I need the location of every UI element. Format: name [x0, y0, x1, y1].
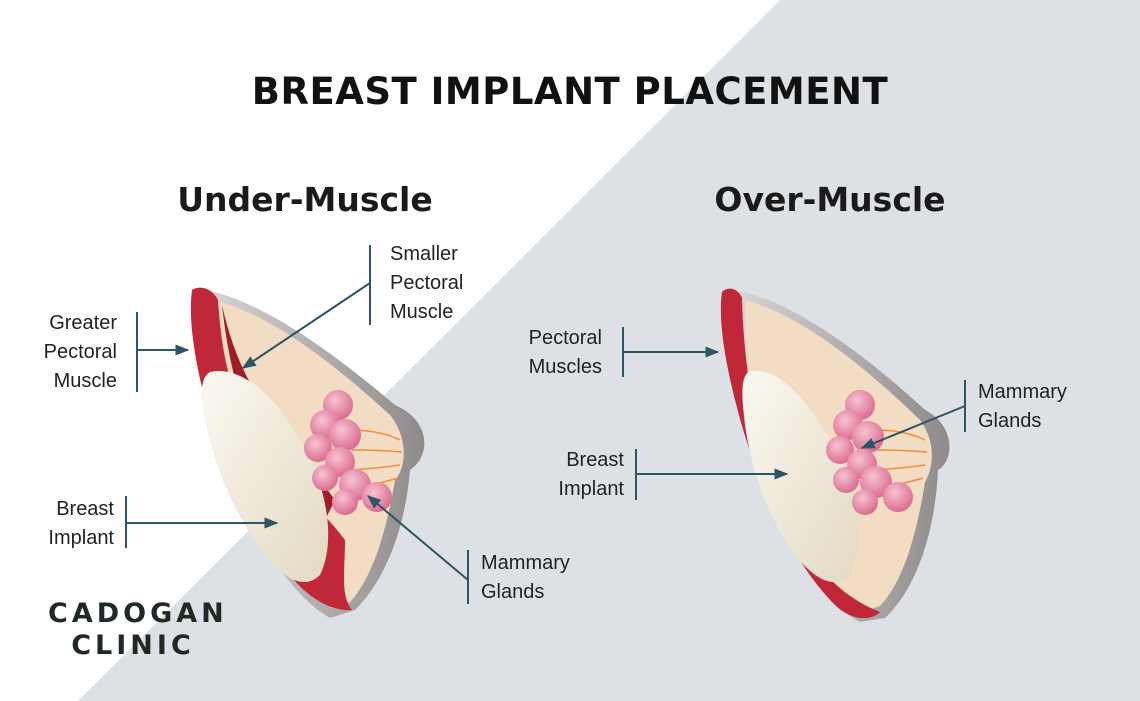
page-title: BREAST IMPLANT PLACEMENT [251, 70, 889, 113]
under-muscle-heading: Under-Muscle [177, 180, 433, 219]
label-breast-implant-under: Breast Implant [48, 498, 114, 549]
label-greater-pectoral-muscle: Greater Pectoral Muscle [43, 312, 117, 392]
cadogan-clinic-logo: CADOGAN CLINIC [48, 598, 228, 662]
breast-implant [201, 370, 329, 583]
label-mammary-glands-under: Mammary Glands [481, 552, 570, 603]
logo-line-1: CADOGAN [48, 598, 228, 629]
label-pectoral-muscles: Pectoral Muscles [528, 327, 602, 378]
label-mammary-glands-over: Mammary Glands [978, 381, 1067, 432]
label-breast-implant-over: Breast Implant [558, 449, 624, 500]
under-muscle-cross-section [190, 287, 425, 618]
logo-line-2: CLINIC [71, 630, 195, 661]
over-muscle-heading: Over-Muscle [714, 180, 946, 219]
mammary-glands-cluster [304, 390, 403, 515]
leader-lines [125, 245, 966, 604]
over-muscle-cross-section [720, 288, 950, 622]
breast-implant [742, 370, 859, 583]
label-smaller-pectoral-muscle: Smaller Pectoral Muscle [390, 243, 464, 323]
mammary-glands-cluster [826, 390, 928, 515]
